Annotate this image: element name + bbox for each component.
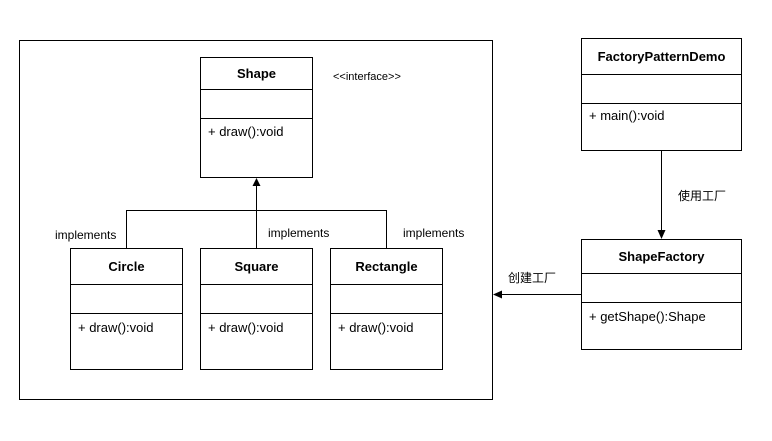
shape-interface-box[interactable]: Shape + draw():void: [200, 57, 313, 178]
shapes-package-frame: [19, 40, 493, 400]
rectangle-implements-label: implements: [403, 226, 465, 240]
rectangle-class-box[interactable]: Rectangle + draw():void: [330, 248, 443, 370]
implements-arrowhead: [252, 178, 261, 186]
circle-class-box[interactable]: Circle + draw():void: [70, 248, 183, 370]
circle-implements-label: implements: [55, 228, 117, 242]
shape-class-name: Shape: [201, 58, 312, 90]
circle-class-name: Circle: [71, 249, 182, 285]
factory-class-name: ShapeFactory: [582, 240, 741, 274]
circle-implements-edge: [126, 210, 257, 248]
square-implements-label: implements: [268, 226, 330, 240]
square-class-name: Square: [201, 249, 312, 285]
shape-stereotype: <<interface>>: [333, 71, 401, 83]
rectangle-implements-edge: [256, 210, 387, 248]
uses-factory-label: 使用工厂: [678, 189, 727, 203]
creates-factory-label: 创建工厂: [508, 271, 557, 285]
demo-attributes: [582, 75, 741, 104]
rectangle-operation: + draw():void: [338, 320, 414, 335]
shape-operation: + draw():void: [208, 124, 284, 139]
demo-operation: + main():void: [589, 108, 665, 123]
factory-operation: + getShape():Shape: [589, 309, 706, 324]
factory-attributes: [582, 274, 741, 303]
creates-arrowhead: [493, 290, 502, 299]
demo-class-name: FactoryPatternDemo: [582, 39, 741, 75]
shape-attributes: [201, 90, 312, 119]
factory-pattern-demo-box[interactable]: FactoryPatternDemo + main():void: [581, 38, 742, 151]
square-attributes: [201, 285, 312, 314]
circle-attributes: [71, 285, 182, 314]
uses-arrowhead: [657, 230, 666, 239]
rectangle-class-name: Rectangle: [331, 249, 442, 285]
square-operation: + draw():void: [208, 320, 284, 335]
rectangle-attributes: [331, 285, 442, 314]
circle-operation: + draw():void: [78, 320, 154, 335]
shape-factory-box[interactable]: ShapeFactory + getShape():Shape: [581, 239, 742, 350]
square-class-box[interactable]: Square + draw():void: [200, 248, 313, 370]
